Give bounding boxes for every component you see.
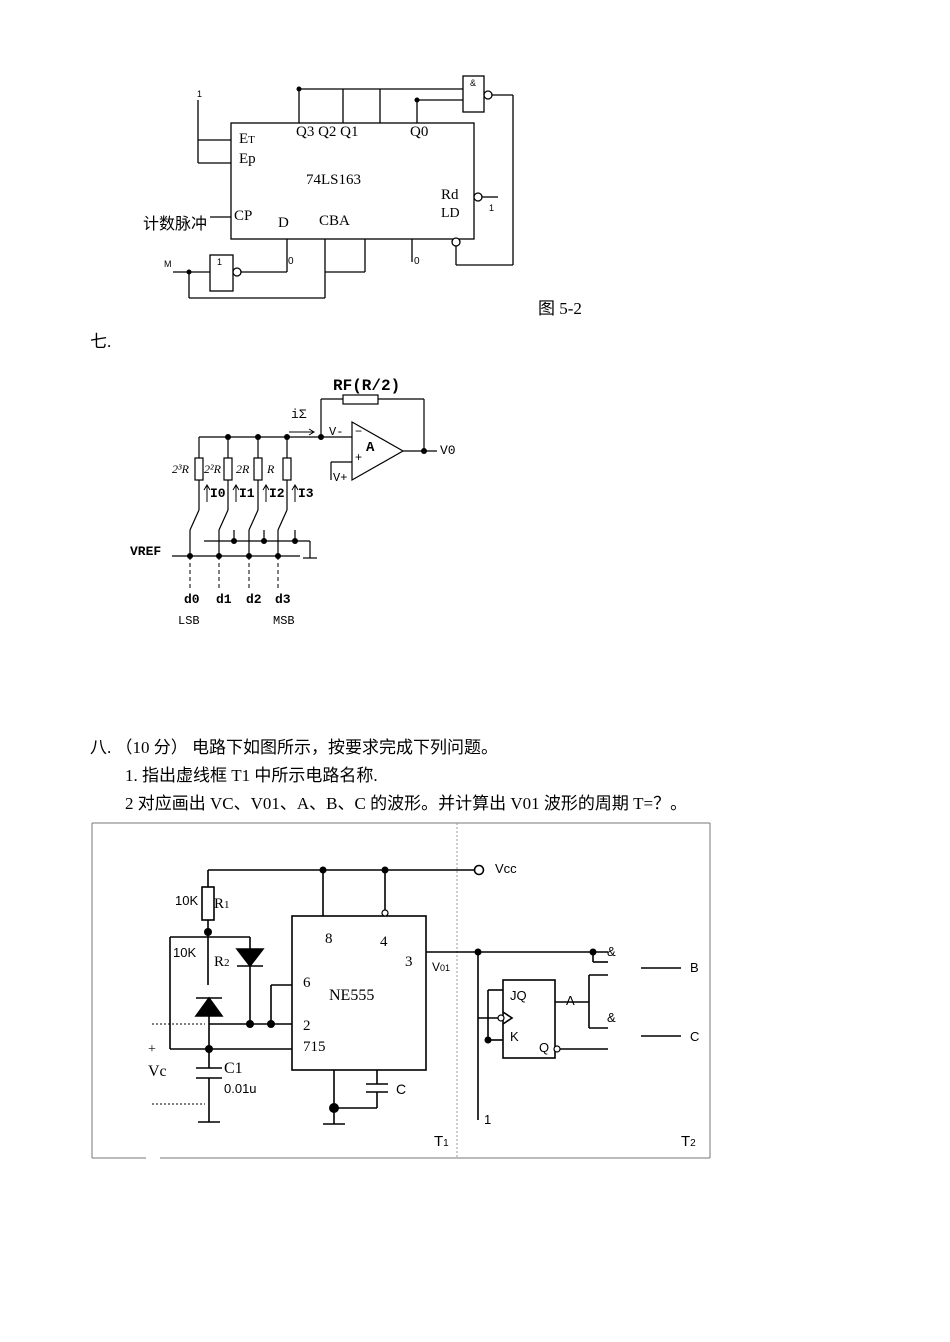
dac-r2-label: 2²R <box>204 462 221 476</box>
dac-vplus-label: V+ <box>333 471 348 485</box>
ne555-v01-label: V01 <box>432 960 451 974</box>
jk-a-label: A <box>566 993 575 1008</box>
dac-plus-sign: + <box>355 450 363 464</box>
dac-msb-label: MSB <box>273 614 295 628</box>
fig1-rd-label: Rd <box>441 187 459 203</box>
fig1-zero-a: 0 <box>288 256 294 267</box>
dac-minus-sign: − <box>355 424 363 438</box>
ne555-pin8: 8 <box>325 931 333 947</box>
dac-d2-label: d2 <box>246 592 262 607</box>
ne555-r1-label: R1 <box>214 896 230 912</box>
fig1-m-label: M <box>164 259 172 269</box>
section7-title: 七. <box>90 332 112 351</box>
ne555-r1-value: 10K <box>175 893 199 908</box>
dac-d1-label: d1 <box>216 592 232 607</box>
dac-isum-label: iΣ <box>291 407 307 422</box>
dac-i3-label: I3 <box>298 486 314 501</box>
frame-t2-label: T2 <box>681 1133 696 1150</box>
dac-d0-label: d0 <box>184 592 200 607</box>
fig1-ep-label: Ep <box>239 151 256 167</box>
fig1-q0-label: Q0 <box>410 124 429 140</box>
dac-vo-label: V0 <box>440 443 456 458</box>
dac-rf-label: RF(R/2) <box>333 377 401 395</box>
dac-i1-label: I1 <box>239 486 255 501</box>
dac-d3-label: d3 <box>275 592 291 607</box>
jk-jq-label: JQ <box>510 988 527 1003</box>
fig1-et-label: ET <box>239 131 255 147</box>
ne555-vcc-label: Vcc <box>495 861 517 876</box>
ne555-c1-value: 0.01u <box>224 1081 257 1096</box>
dac-r3-label: 2³R <box>172 462 189 476</box>
fig1-ld-label: LD <box>441 206 460 221</box>
dac-vminus-label: V- <box>329 425 344 439</box>
fig1-rd-one: 1 <box>489 203 495 213</box>
dac-opamp-label: A <box>366 440 375 456</box>
dac-i0-label: I0 <box>210 486 226 501</box>
section8-question-1: 1. 指出虚线框 T1 中所示电路名称. <box>125 766 378 785</box>
frame-t1-label: T1 <box>434 1133 449 1150</box>
figure-5-2-schematic <box>173 75 514 299</box>
jk-q-label: Q <box>539 1040 550 1055</box>
dac-vref-label: VREF <box>130 544 162 559</box>
ne555-pin2: 2 <box>303 1018 311 1034</box>
dac-schematic <box>172 394 437 588</box>
section8-title: 八. （10 分） 电路下如图所示，按要求完成下列问题。 <box>90 738 498 757</box>
ne555-pin715: 715 <box>303 1039 326 1055</box>
ne555-vc-label: Vc <box>148 1063 167 1080</box>
fig1-caption: 图 5-2 <box>538 299 582 318</box>
ne555-pin3: 3 <box>405 954 413 970</box>
fig1-count-pulse-label: 计数脉冲 <box>143 216 208 233</box>
dac-r0-label: R <box>267 462 275 476</box>
jk-k-label: K <box>510 1029 519 1044</box>
dac-i2-label: I2 <box>269 486 285 501</box>
ne555-c1-label: C1 <box>224 1060 243 1077</box>
output-c-label: C <box>690 1029 700 1044</box>
fig1-zero-b: 0 <box>414 256 420 267</box>
jk-input-one: 1 <box>484 1112 492 1127</box>
ne555-plus-label: + <box>148 1042 156 1057</box>
and-gate-1-label: & <box>607 944 616 959</box>
fig1-inverter-label: 1 <box>217 257 223 267</box>
output-b-label: B <box>690 960 699 975</box>
ne555-pin6: 6 <box>303 975 311 991</box>
fig1-chip-label: 74LS163 <box>306 172 362 188</box>
fig1-cba-label: CBA <box>319 213 350 229</box>
fig1-q-labels: Q3 Q2 Q1 <box>296 124 359 140</box>
ne555-r2-value: 10K <box>173 945 197 960</box>
ne555-chip-label: NE555 <box>329 987 375 1004</box>
ne555-c-label: C <box>396 1081 407 1097</box>
fig1-and-label: & <box>470 78 477 88</box>
fig1-input-one: 1 <box>197 89 203 99</box>
fig1-d-label: D <box>278 215 289 231</box>
dac-r1-label: 2R <box>236 462 250 476</box>
fig1-cp-label: CP <box>234 208 253 224</box>
and-gate-2-label: & <box>607 1010 616 1025</box>
section8-question-2: 2 对应画出 VC、V01、A、B、C 的波形。并计算出 V01 波形的周期 T… <box>125 794 688 813</box>
ne555-pin4: 4 <box>380 934 388 950</box>
ne555-r2-label: R2 <box>214 954 230 970</box>
dac-lsb-label: LSB <box>178 614 200 628</box>
